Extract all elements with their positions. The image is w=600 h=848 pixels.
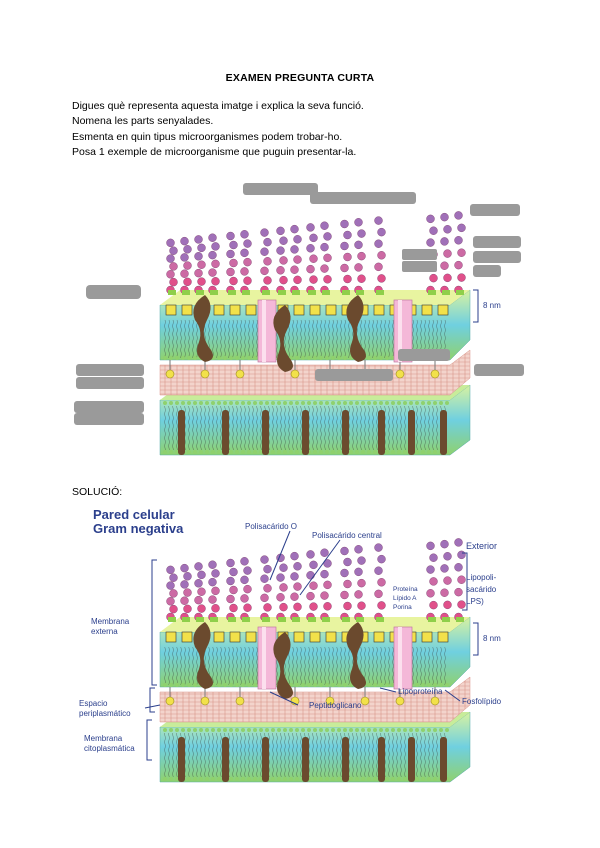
cell-wall-diagram-unlabeled xyxy=(159,211,471,456)
label-cyto-membrane-2: citoplasmática xyxy=(84,744,135,753)
label-thickness: 8 nm xyxy=(483,634,501,643)
exam-title: EXAMEN PREGUNTA CURTA xyxy=(225,72,375,84)
question-1: Digues què representa aquesta imatge i e… xyxy=(72,100,364,112)
label-porin: Porina xyxy=(393,604,412,611)
label-lps-3: LPS) xyxy=(466,597,484,606)
thickness-label-top: 8 nm xyxy=(473,289,501,323)
label-lps-2: sacárido xyxy=(466,585,497,594)
label-exterior: Exterior xyxy=(466,541,497,551)
label-peptidoglycan: Peptidoglicano xyxy=(309,701,362,710)
cell-wall-diagram-labeled xyxy=(159,538,471,783)
solution-bracket-lines xyxy=(144,530,479,761)
label-periplasmic-1: Espacio xyxy=(79,699,108,708)
label-lipoprotein: Lipoproteína xyxy=(398,687,443,696)
label-o-polysaccharide: Polisacárido O xyxy=(245,522,297,531)
question-3: Esmenta en quin tipus microorganismes po… xyxy=(72,131,343,143)
question-2: Nomena les parts senyalades. xyxy=(72,115,214,127)
solution-labels: Polisacárido O Polisacárido central Exte… xyxy=(79,522,502,753)
label-outer-membrane-1: Membrana xyxy=(91,617,130,626)
label-cyto-membrane-1: Membrana xyxy=(84,734,123,743)
label-core-polysaccharide: Polisacárido central xyxy=(312,531,382,540)
label-lipid-a: Lípido A xyxy=(393,595,417,602)
label-phospholipid: Fosfolípido xyxy=(462,697,502,706)
label-periplasmic-2: periplasmático xyxy=(79,709,131,718)
redaction-boxes xyxy=(74,183,524,425)
label-lps-1: Lipopoli- xyxy=(466,573,497,582)
question-4: Posa 1 exemple de microorganisme que pug… xyxy=(72,146,357,158)
label-outer-membrane-2: externa xyxy=(91,627,118,636)
thickness-text: 8 nm xyxy=(483,301,501,310)
figure-heading-1: Pared celular xyxy=(93,507,175,522)
label-protein: Proteína xyxy=(393,586,418,593)
solution-heading: SOLUCIÓ: xyxy=(72,486,123,498)
figure-heading-2: Gram negativa xyxy=(93,521,184,536)
